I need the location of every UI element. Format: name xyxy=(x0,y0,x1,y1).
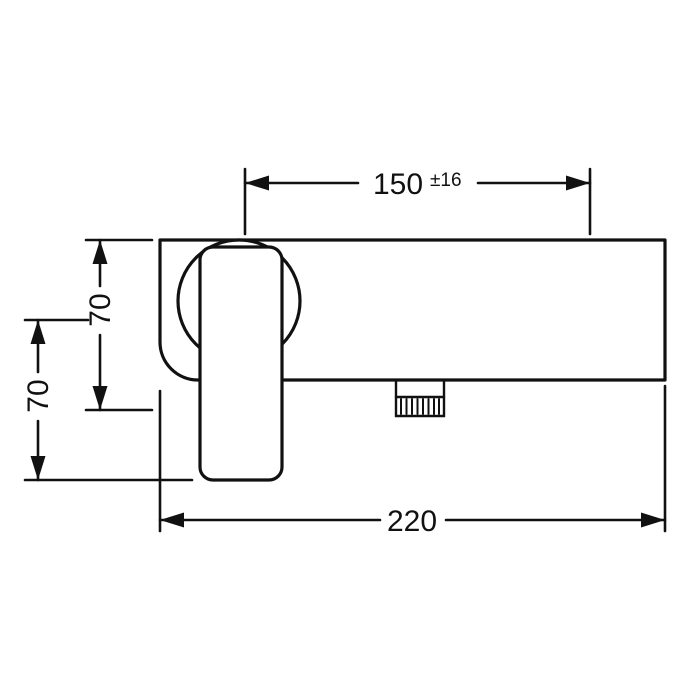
dimension-labels: 150 ±16 70 70 220 xyxy=(22,168,462,538)
dimension-inner-70 xyxy=(84,238,154,412)
arrowhead-down xyxy=(92,386,108,410)
arrowhead-left xyxy=(160,512,184,528)
arrowhead-up xyxy=(92,240,108,264)
dim-inner-height-label: 70 xyxy=(84,293,117,326)
lever-handle xyxy=(198,245,284,482)
arrowhead-left xyxy=(245,175,269,191)
aerator-outline xyxy=(394,379,446,418)
dim-top-value-label: 150 xyxy=(373,168,423,201)
dim-top-tolerance-label: ±16 xyxy=(430,170,462,191)
dim-bottom-value-label: 220 xyxy=(387,505,437,538)
dimension-top-150 xyxy=(243,167,592,236)
aerator-outlet xyxy=(394,379,446,418)
dimension-outer-70 xyxy=(23,318,194,482)
dimension-bottom-220 xyxy=(158,384,667,533)
aerator-hatch xyxy=(400,398,440,415)
arrowhead-up xyxy=(30,320,46,344)
arrowhead-down xyxy=(30,456,46,480)
dim-outer-height-label: 70 xyxy=(22,379,55,412)
product-outline xyxy=(158,238,667,482)
arrowhead-right xyxy=(566,175,590,191)
arrowhead-right xyxy=(641,512,665,528)
